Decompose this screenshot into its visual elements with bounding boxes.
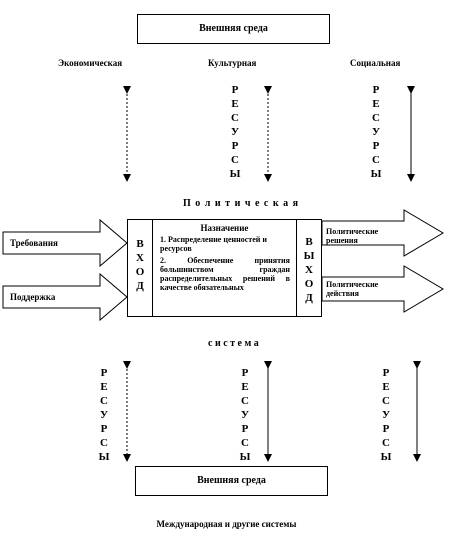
letter: Р [100,423,108,435]
purpose-title: Назначение [200,223,249,233]
demands-label: Требования [10,238,58,248]
label-economic: Экономическая [58,58,123,68]
political-header: П о л и т и ч е с к а я [183,198,300,209]
letter: С [100,395,108,407]
bottom-environment-label: Внешняя среда [197,475,266,486]
letter: С [382,437,390,449]
input-column [127,219,153,317]
letter: Е [382,381,390,393]
letter: Р [382,423,390,435]
top-environment-label: Внешняя среда [199,23,268,34]
letter: У [381,409,391,421]
bottom-environment-box: Внешняя среда [135,466,328,496]
letter: Р [372,140,380,152]
support-label: Поддержка [10,292,56,302]
letter: Р [231,84,239,96]
letter: Д [305,292,313,304]
decisions-arrow [321,209,444,257]
letter: С [231,154,239,166]
letter: Р [241,423,249,435]
letter: С [372,154,380,166]
decisions-label: Политические решения [326,227,379,245]
letter: С [372,112,380,124]
letter: В [305,236,313,248]
letter: У [230,126,240,138]
letter: Ы [370,168,382,180]
letter: Д [136,280,144,292]
letter: Р [100,367,108,379]
actions-label: Политические действия [326,280,379,298]
letter: Е [372,98,380,110]
letter: С [382,395,390,407]
purpose-item-1: 1. Распределение ценностей и ресурсов [160,235,267,253]
letter: Р [241,367,249,379]
top-environment-box: Внешняя среда [137,14,330,44]
letter: Р [382,367,390,379]
letter: О [304,278,314,290]
letter: С [231,112,239,124]
letter: Е [100,381,108,393]
system-block [127,219,322,317]
label-social: Социальная [350,58,401,68]
actions-arrow [321,265,444,313]
output-column [296,219,322,317]
letter: Ы [303,250,315,262]
letter: Ы [239,451,251,463]
letter: О [135,266,145,278]
letter: Ы [98,451,110,463]
label-cultural: Культурная [208,58,257,68]
purpose-item-2: 2. Обеспечение принятия большинством гра… [160,256,290,292]
support-arrow [2,272,128,322]
letter: Е [241,381,249,393]
letter: Е [231,98,239,110]
letter: Ы [380,451,392,463]
demands-arrow [2,218,128,268]
letter: Р [372,84,380,96]
letter: Х [305,264,313,276]
letter: В [136,238,144,250]
letter: С [241,395,249,407]
letter: С [100,437,108,449]
system-label: с и с т е м а [208,338,259,349]
letter: У [99,409,109,421]
letter: У [240,409,250,421]
letter: Х [136,252,144,264]
letter: С [241,437,249,449]
footer-label: Международная и другие системы [156,519,297,529]
letter: Ы [229,168,241,180]
letter: Р [231,140,239,152]
letter: У [371,126,381,138]
